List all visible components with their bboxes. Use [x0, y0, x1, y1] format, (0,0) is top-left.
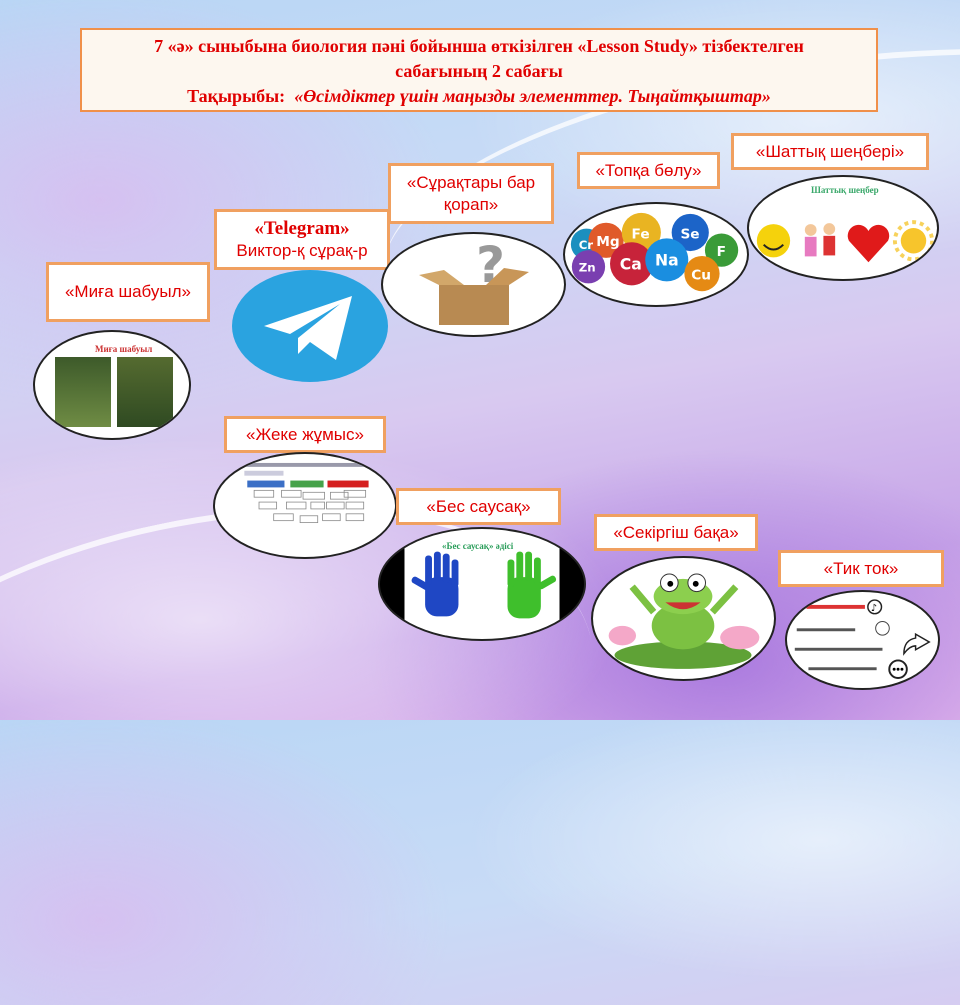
svg-text:Cr: Cr [579, 238, 594, 252]
title-topic: Тақырыбы: «Өсімдіктер үшін маңызды элеме… [82, 84, 876, 109]
label-individual-work: «Жеке жұмыс» [224, 416, 386, 453]
image-caption: Миға шабуыл [95, 344, 153, 354]
image-jumping-frog [591, 556, 776, 681]
svg-text:F: F [717, 244, 726, 260]
image-brainstorm: Миға шабуыл [33, 330, 191, 440]
label-text: «Тик ток» [823, 558, 899, 578]
svg-text:♪: ♪ [871, 603, 877, 614]
label-tiktok: «Тик ток» [778, 550, 944, 587]
svg-text:Na: Na [655, 251, 679, 270]
plant-photo [117, 357, 173, 427]
telegram-icon [232, 270, 388, 382]
image-question-box: ? [381, 232, 566, 337]
label-jumping-frog: «Секіргіш бақа» [594, 514, 758, 551]
label-telegram: «Telegram» Виктор-қ сұрақ-р [214, 209, 390, 270]
label-question-box: «Сұрақтары бар қорап» [388, 163, 554, 224]
title-line2: сабағының 2 сабағы [395, 61, 563, 81]
image-tiktok: ♪ [785, 590, 940, 690]
label-joy-circle: «Шаттық шеңбері» [731, 133, 929, 170]
svg-text:Se: Se [680, 226, 699, 242]
label-text: «Шаттық шеңбері» [755, 141, 905, 161]
label-brainstorm: «Миға шабуыл» [46, 262, 210, 322]
frog-icon [608, 573, 760, 669]
box-icon: ? [418, 240, 529, 325]
svg-text:Zn: Zn [579, 261, 596, 275]
slide-title: 7 «ә» сыныбына биология пәні бойынша өтк… [80, 28, 878, 112]
label-text: «Миға шабуыл» [64, 282, 192, 301]
topic-text: «Өсімдіктер үшін маңызды элементтер. Тың… [294, 86, 771, 106]
label-five-fingers: «Бес саусақ» [396, 488, 561, 525]
image-five-fingers: «Бес саусақ» әдісі [378, 527, 586, 641]
svg-text:Mg: Mg [596, 234, 619, 250]
label-group-split: «Топқа бөлу» [577, 152, 720, 189]
title-line1: 7 «ә» сыныбына биология пәні бойынша өтк… [154, 36, 804, 56]
svg-text:Cu: Cu [691, 267, 711, 283]
plant-photo [55, 357, 111, 427]
svg-text:Fe: Fe [632, 226, 650, 242]
image-caption: Шаттық шеңбер [811, 185, 879, 195]
label-text: «Сұрақтары бар қорап» [406, 172, 536, 214]
svg-text:Ca: Ca [620, 255, 642, 274]
label-text: «Жеке жұмыс» [246, 424, 364, 444]
label-text: Виктор-қ сұрақ-р [236, 240, 368, 260]
label-text: «Бес саусақ» [426, 496, 531, 516]
label-text: «Топқа бөлу» [595, 160, 702, 180]
label-text-bold: «Telegram» [254, 217, 350, 239]
image-individual-work [213, 452, 397, 559]
image-caption: «Бес саусақ» әдісі [442, 541, 514, 551]
topic-label: Тақырыбы: [187, 86, 286, 106]
label-text: «Секіргіш бақа» [613, 522, 739, 542]
image-joy-circle: Шаттық шеңбер [747, 175, 939, 281]
